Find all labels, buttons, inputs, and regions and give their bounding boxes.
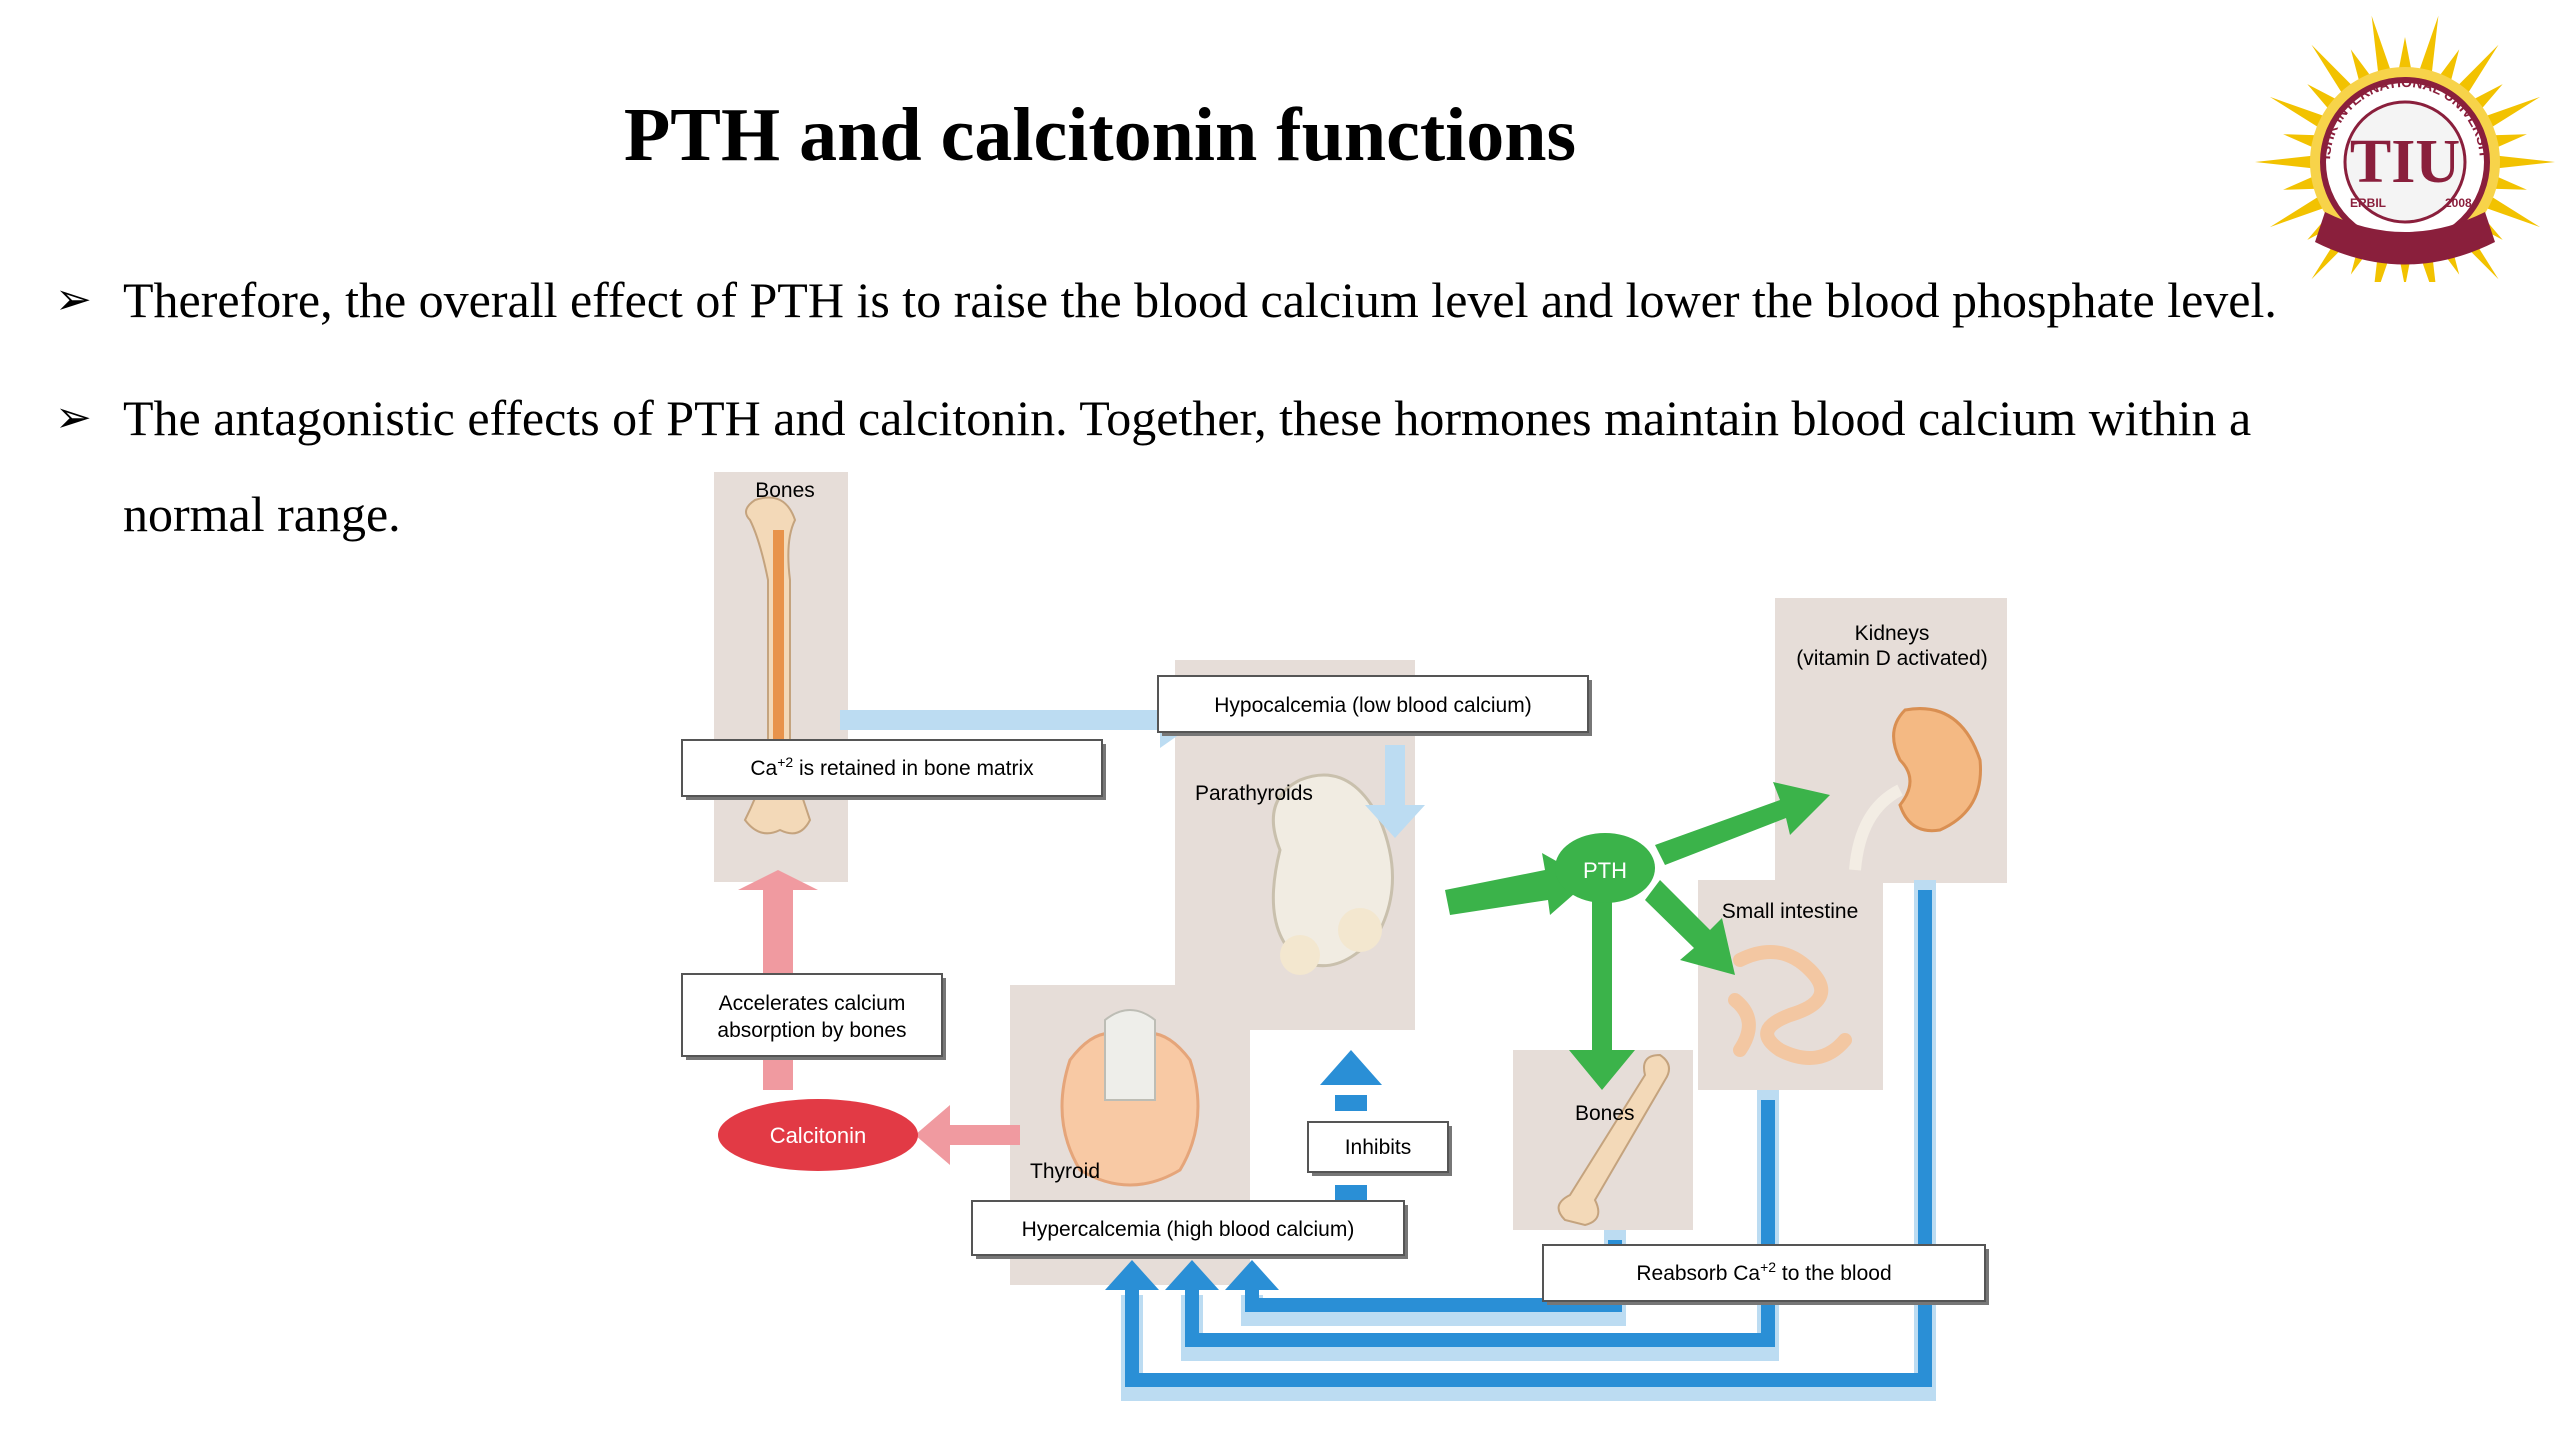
kidneys-label-line-1: Kidneys [1855, 622, 1930, 645]
logo-ribbon-icon [2315, 212, 2495, 265]
bullet-marker: ➢ [55, 393, 92, 442]
hypercalcemia-box: Hypercalcemia (high blood calcium) [971, 1200, 1408, 1259]
pth-arrows [1445, 782, 1830, 1090]
sun-ray [2484, 196, 2541, 228]
accelerates-label-line-1: Accelerates calcium [719, 992, 906, 1015]
pth-bubble [1555, 833, 1655, 903]
reabsorb-label: Reabsorb Ca+2 to the blood [1636, 1259, 1891, 1285]
reabsorb-box: Reabsorb Ca+2 to the blood [1542, 1244, 1989, 1305]
university-logo: TISHK INTERNATIONAL UNIVERSITY TIU ERBIL… [2245, 12, 2555, 282]
hypocalcemia-box: Hypocalcemia (low blood calcium) [1157, 675, 1592, 736]
bones-top-label: Bones [755, 479, 815, 502]
sun-ray [2269, 196, 2326, 228]
calcitonin-label: Calcitonin [770, 1123, 867, 1148]
sun-ray [2269, 96, 2326, 128]
accelerates-label-line-2: absorption by bones [717, 1019, 906, 1042]
small-intestine-label: Small intestine [1722, 900, 1859, 923]
small-intestine-icon [1728, 945, 1852, 1065]
kidneys-label-line-2: (vitamin D activated) [1796, 647, 1987, 670]
retained-label: Ca+2 is retained in bone matrix [750, 754, 1034, 780]
thyroid-gland-icon [1060, 1009, 1200, 1187]
sun-ray [2255, 155, 2314, 169]
sun-ray [2283, 176, 2317, 190]
sun-ray [2493, 134, 2527, 148]
sun-ray [2350, 49, 2371, 83]
kidney-icon [1849, 707, 1982, 871]
sun-ray [2283, 134, 2317, 148]
sun-ray [2307, 84, 2338, 110]
sun-ray [2457, 44, 2499, 95]
bullet-marker: ➢ [55, 275, 92, 324]
logo-year: 2008 [2445, 196, 2472, 210]
inhibits-label: Inhibits [1345, 1136, 1412, 1159]
sun-ray [2439, 49, 2460, 83]
slide-title: PTH and calcitonin functions [623, 93, 1577, 177]
inhibits-box: Inhibits [1307, 1121, 1452, 1176]
sun-ray [2496, 155, 2555, 169]
sun-ray [2398, 37, 2412, 71]
light-blue-arrows [840, 692, 1425, 838]
bullet-text-line-1: The antagonistic effects of PTH and calc… [123, 390, 2252, 446]
retained-box: Ca+2 is retained in bone matrix [681, 739, 1106, 800]
hypercalcemia-label: Hypercalcemia (high blood calcium) [1022, 1218, 1355, 1241]
sun-ray [2419, 15, 2439, 75]
accelerates-box: Accelerates calcium absorption by bones [681, 973, 946, 1060]
pth-calcitonin-diagram: PTH Calcitonin Hypocalcemia (low blood c… [681, 472, 2007, 1401]
bullet-1: ➢ Therefore, the overall effect of PTH i… [55, 252, 2505, 348]
logo-city: ERBIL [2350, 196, 2386, 210]
sun-ray [2311, 44, 2353, 95]
sun-ray [2371, 15, 2391, 75]
parathyroids-label: Parathyroids [1195, 782, 1313, 805]
parathyroid-gland-icon [1271, 773, 1394, 975]
thyroid-label: Thyroid [1030, 1160, 1100, 1183]
sun-ray [2472, 84, 2503, 110]
pth-label: PTH [1583, 858, 1627, 883]
calcitonin-bubble [718, 1099, 918, 1171]
sun-ray [2493, 176, 2527, 190]
bones-bottom-label: Bones [1575, 1102, 1635, 1125]
return-arrow-heads [1105, 1260, 1279, 1290]
hypocalcemia-label: Hypocalcemia (low blood calcium) [1214, 694, 1531, 717]
bone-bottom-icon [1557, 1053, 1670, 1227]
sun-ray [2484, 96, 2541, 128]
bullet-2: ➢ The antagonistic effects of PTH and ca… [55, 370, 2505, 570]
bullet-text: Therefore, the overall effect of PTH is … [123, 272, 2277, 328]
bullet-text-line-2: normal range. [123, 486, 401, 542]
logo-initials: TIU [2350, 128, 2460, 196]
